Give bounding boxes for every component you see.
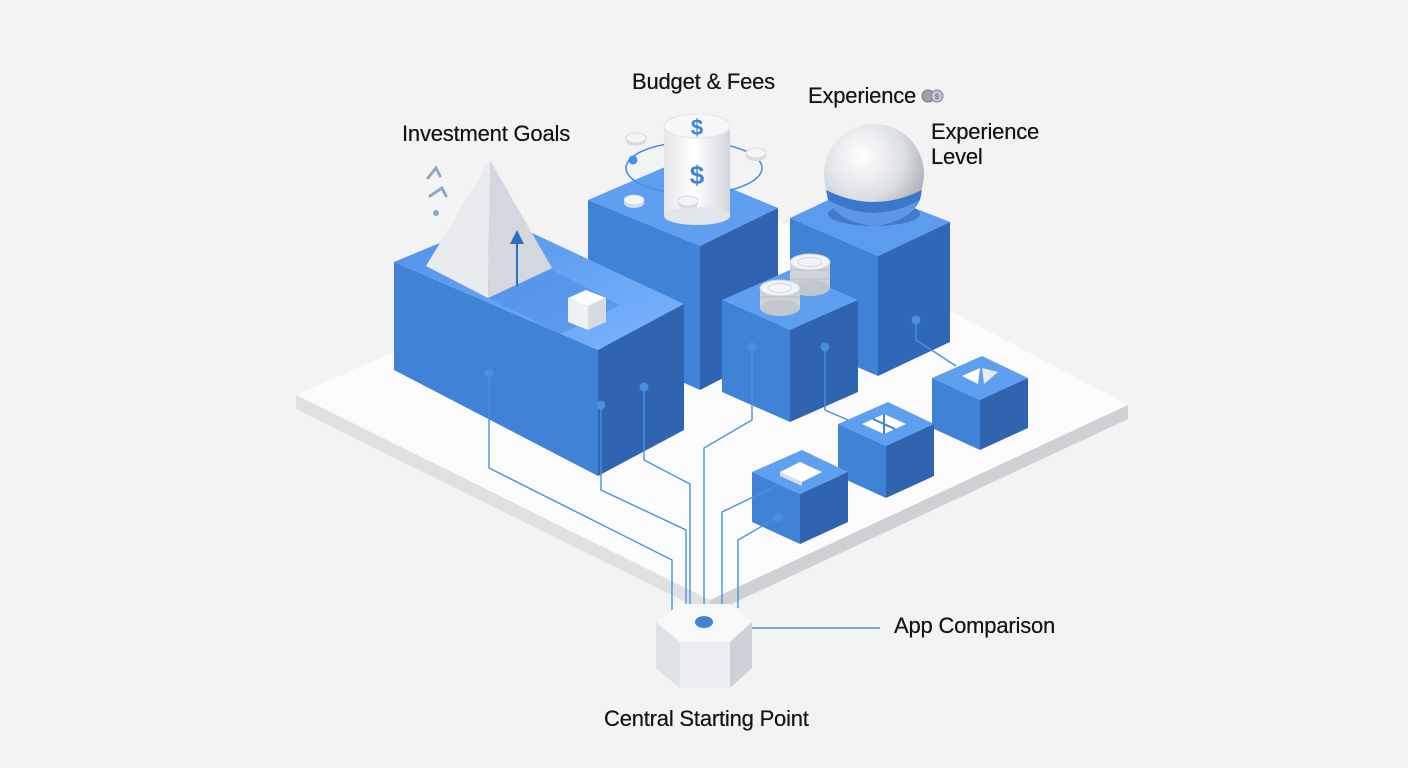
connector-dot — [911, 315, 921, 325]
app-comparison-label: App Comparison — [894, 613, 1056, 638]
hub-dot — [695, 616, 713, 628]
dollar-icon-front: $ — [690, 160, 705, 190]
central-hub — [656, 604, 752, 688]
grid-icon — [862, 414, 906, 434]
connector-line — [703, 347, 753, 620]
orbit-coins — [623, 132, 767, 209]
pyramid-left-face — [426, 160, 490, 298]
connector-dot — [596, 400, 606, 410]
experience-block-side — [878, 222, 950, 376]
coin-icon — [677, 195, 699, 209]
platform-right-edge — [710, 405, 1128, 614]
coin-icon — [745, 147, 767, 161]
platform-left-edge — [296, 395, 710, 614]
goals-block-front — [394, 262, 598, 476]
play-icon — [962, 368, 980, 384]
connector-dot — [820, 342, 830, 352]
hub-right — [730, 622, 752, 688]
experience-label: Experience — [808, 83, 917, 108]
investment-goals-label: Investment Goals — [402, 121, 570, 146]
app-cube-3 — [752, 450, 848, 544]
coins-icon: $ — [921, 89, 944, 103]
experience-sphere — [824, 124, 924, 226]
connector-line — [600, 405, 687, 612]
connector-dot — [484, 368, 494, 378]
goals-pyramid — [426, 160, 620, 334]
budget-fees-label: Budget & Fees — [632, 69, 775, 94]
play-icon-half — [982, 368, 998, 384]
connectors — [488, 320, 957, 629]
coins-block-side — [790, 300, 858, 422]
orbit-dot — [628, 155, 638, 165]
small-cube — [568, 290, 606, 330]
card-icon — [780, 462, 822, 486]
coin-stack-icon — [759, 279, 801, 316]
cylinder-bottom — [664, 207, 730, 225]
connector-line — [824, 347, 849, 421]
experience-level-label: Experience Level — [931, 119, 1040, 169]
connector-dot — [773, 512, 783, 522]
svg-text:$: $ — [935, 94, 939, 101]
connector-line — [721, 484, 779, 612]
central-starting-point-label: Central Starting Point — [604, 706, 809, 731]
connector-dot — [747, 342, 757, 352]
chevron-decoration-icon — [426, 165, 448, 216]
dollar-cylinder: $ $ — [663, 113, 731, 225]
coin-icon — [625, 132, 647, 146]
app-cube-1 — [932, 356, 1028, 450]
pyramid-right-face — [488, 160, 552, 298]
connector-line — [488, 373, 673, 616]
sphere-band-light — [828, 200, 920, 226]
connector-line — [737, 516, 779, 608]
coins-block-front — [722, 300, 790, 422]
hub-front — [680, 642, 730, 688]
app-cube-2 — [838, 402, 934, 498]
connector-dot — [639, 382, 649, 392]
hub-left — [656, 622, 680, 688]
cylinder-top — [663, 113, 731, 139]
coin-icon — [623, 194, 645, 208]
connector-line — [915, 320, 957, 367]
connector-line — [643, 387, 691, 610]
sphere-band — [826, 190, 922, 213]
arrow-up-icon-head — [510, 230, 524, 244]
dollar-icon-top: $ — [691, 115, 703, 140]
connector-dots — [484, 315, 921, 522]
